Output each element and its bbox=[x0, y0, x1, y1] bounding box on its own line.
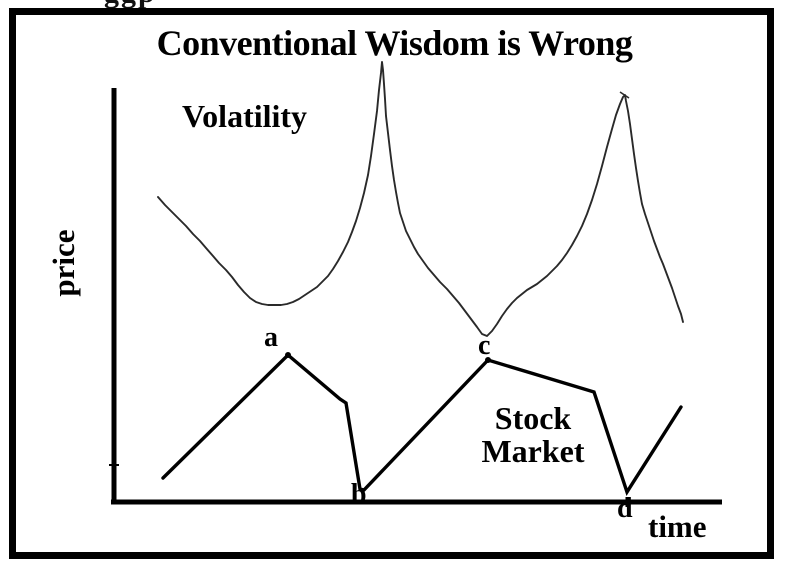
stock-market-label-line1: Stock bbox=[494, 400, 572, 436]
point-label-d: d bbox=[617, 493, 633, 524]
point-label-c: c bbox=[478, 330, 491, 361]
clipped-text-above-border: ggp bbox=[0, 0, 789, 8]
clipped-text-glyphs: ggp bbox=[104, 0, 157, 8]
page-title: Conventional Wisdom is Wrong bbox=[156, 23, 633, 63]
volatility-spike-tick bbox=[619, 91, 630, 99]
point-marker-a bbox=[285, 352, 291, 358]
stock-market-line bbox=[161, 352, 683, 496]
point-marker-c bbox=[485, 357, 491, 363]
stock-market-series-label: Stock Market bbox=[458, 402, 608, 467]
figure-border-rectangle bbox=[9, 8, 774, 559]
point-label-a: a bbox=[264, 322, 278, 353]
volatility-series-label: Volatility bbox=[182, 98, 308, 134]
y-axis-label: price bbox=[46, 229, 81, 297]
x-axis-label: time bbox=[648, 509, 707, 544]
stock-market-label-line2: Market bbox=[481, 432, 585, 469]
volatility-curve bbox=[157, 61, 684, 337]
point-label-b: b bbox=[351, 479, 367, 510]
